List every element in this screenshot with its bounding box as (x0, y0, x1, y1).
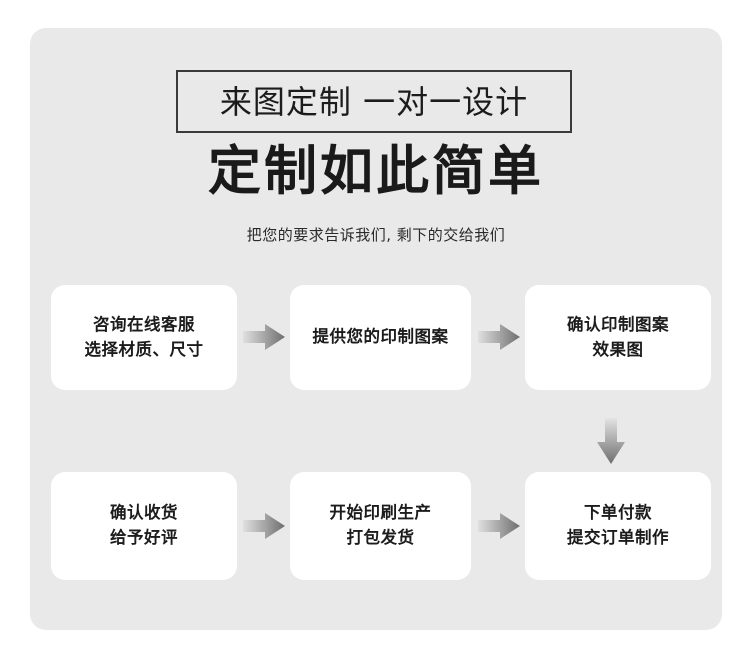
arrow-right-icon (243, 513, 285, 539)
flow-step-1: 咨询在线客服 选择材质、尺寸 (51, 285, 237, 390)
flow-step-5-line-1: 开始印刷生产 (329, 503, 432, 523)
flow-step-6-line-2: 给予好评 (110, 528, 178, 547)
flow-step-6-line-1: 确认收货 (110, 503, 178, 523)
flow-step-4-text: 下单付款 提交订单制作 (567, 501, 669, 551)
arrow-down-icon (597, 418, 625, 464)
flow-step-1-line-2: 选择材质、尺寸 (84, 339, 204, 359)
flow-step-6-text: 确认收货 给予好评 (110, 501, 178, 551)
arrow-right-icon (243, 324, 285, 350)
headline-badge: 来图定制 一对一设计 (176, 70, 572, 133)
infographic-panel: 来图定制 一对一设计 定制如此简单 把您的要求告诉我们, 剩下的交给我们 咨询在… (30, 28, 722, 630)
flow-step-4-line-1: 下单付款 (584, 503, 652, 523)
flow-step-2-line-1: 提供您的印制图案 (312, 327, 449, 347)
flow-step-3: 确认印制图案 效果图 (525, 285, 711, 390)
flow-step-5-line-2: 打包发货 (346, 528, 415, 547)
flow-step-3-line-2: 效果图 (592, 339, 644, 359)
flow-step-3-line-1: 确认印制图案 (567, 314, 669, 334)
flow-step-4-line-2: 提交订单制作 (567, 528, 669, 547)
flow-step-2: 提供您的印制图案 (290, 285, 471, 390)
flow-step-2-text: 提供您的印制图案 (313, 325, 449, 350)
page-subtitle: 把您的要求告诉我们, 剩下的交给我们 (246, 226, 506, 244)
flow-step-5: 开始印刷生产 打包发货 (290, 472, 471, 580)
flow-step-3-text: 确认印制图案 效果图 (567, 313, 669, 363)
arrow-right-icon (478, 513, 520, 539)
flow-step-1-text: 咨询在线客服 选择材质、尺寸 (85, 313, 204, 363)
arrow-right-icon (478, 324, 520, 350)
flow-step-6: 确认收货 给予好评 (51, 472, 237, 580)
flow-step-4: 下单付款 提交订单制作 (525, 472, 711, 580)
flow-step-5-text: 开始印刷生产 打包发货 (330, 501, 432, 551)
headline-badge-text: 来图定制 一对一设计 (219, 82, 529, 121)
flow-step-1-line-1: 咨询在线客服 (93, 314, 195, 334)
page-title: 定制如此简单 (208, 141, 544, 202)
